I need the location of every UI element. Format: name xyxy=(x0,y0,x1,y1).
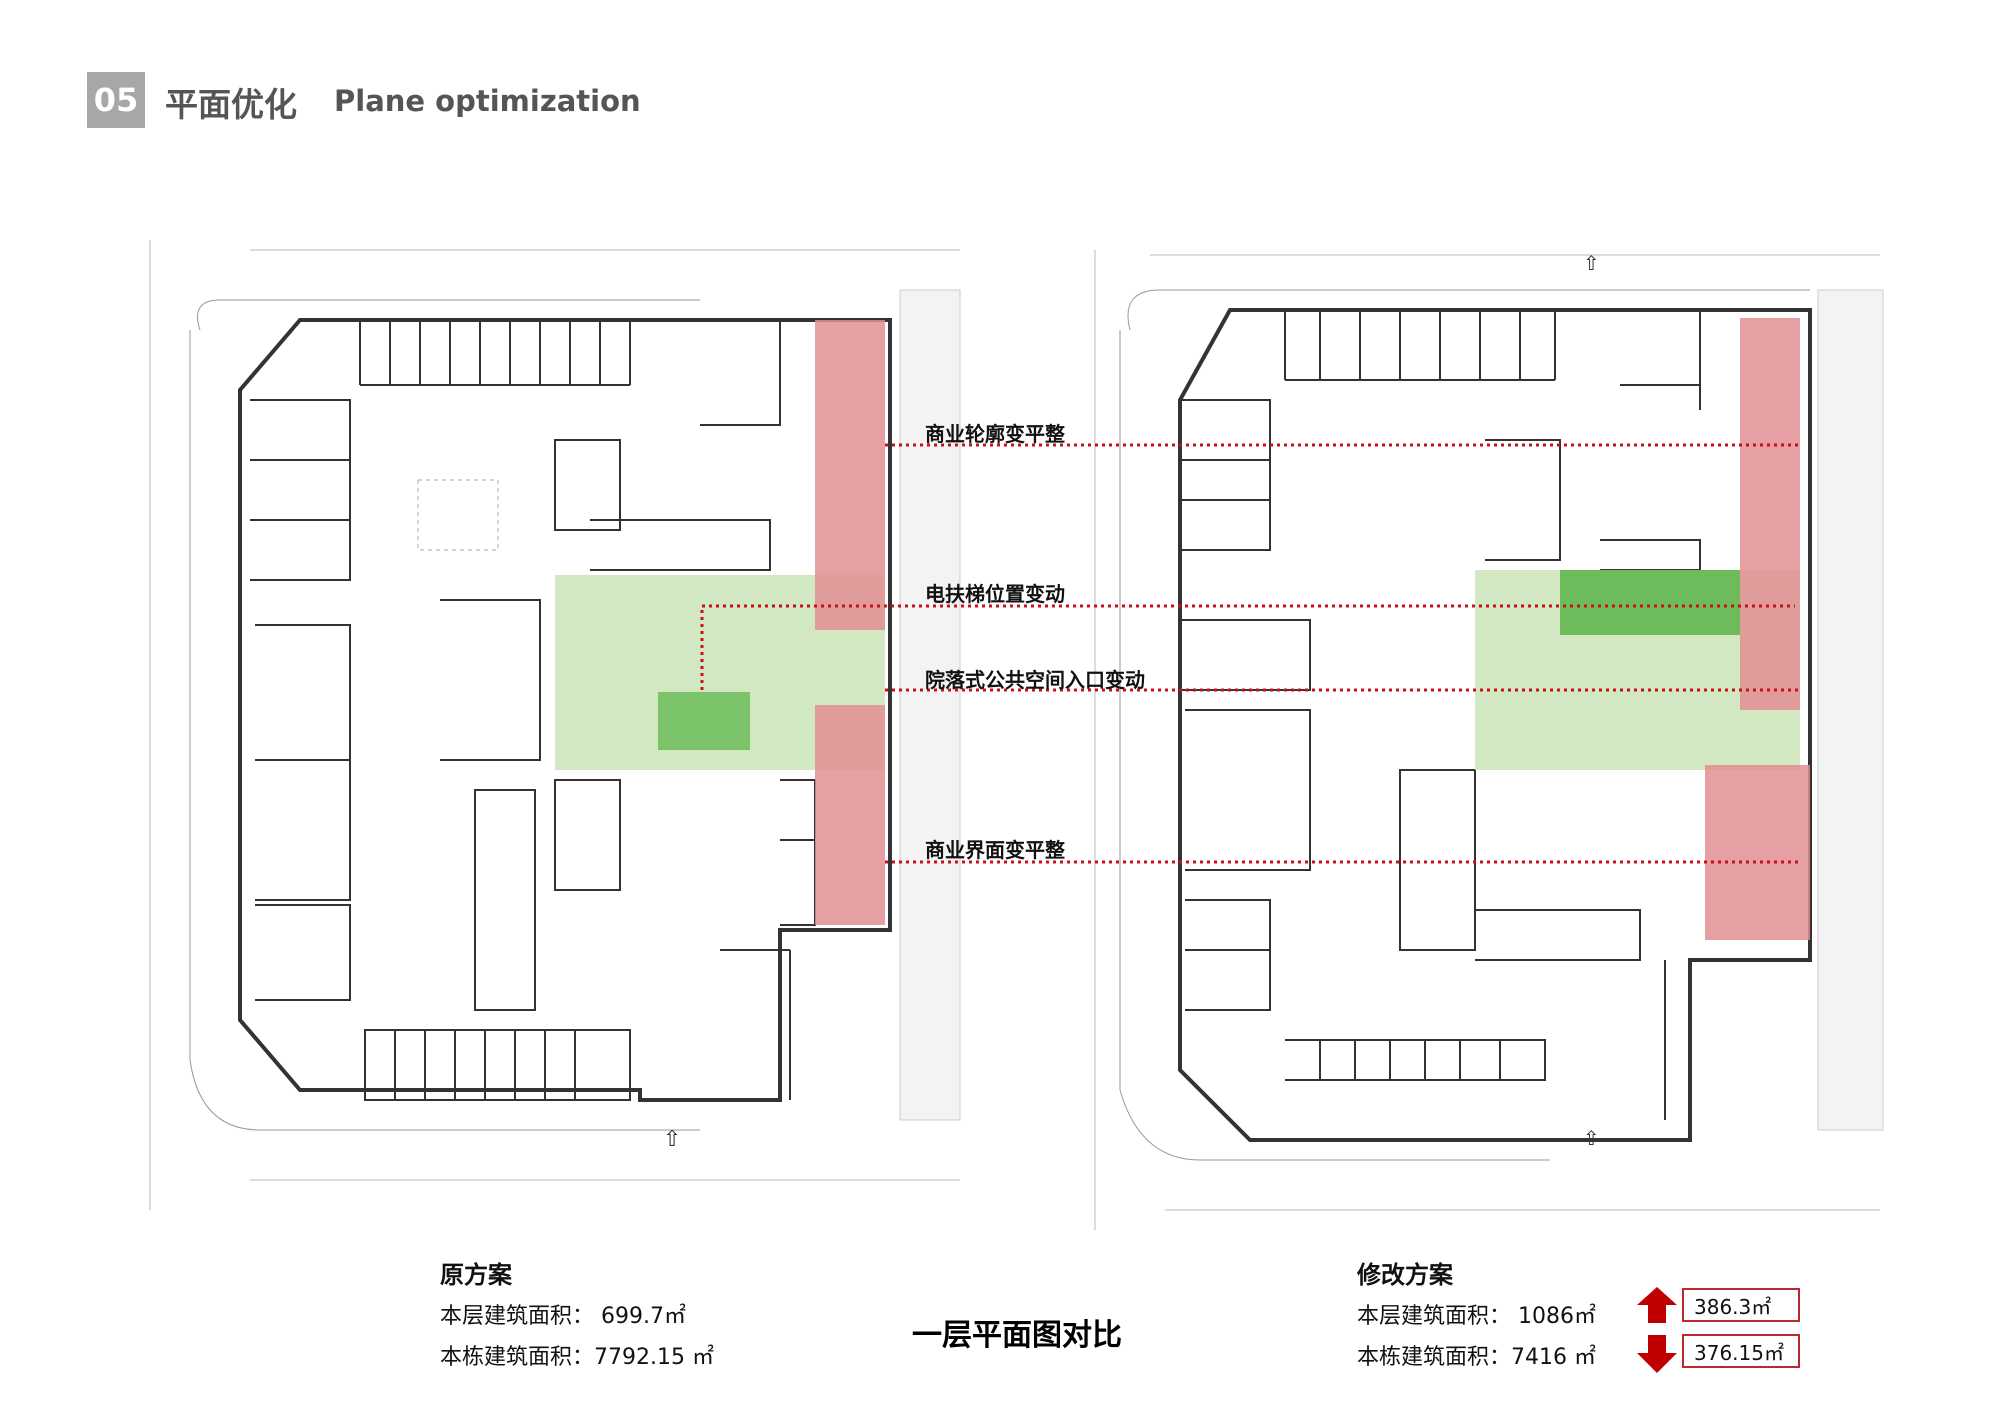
revised-commercial-strip-bottom xyxy=(1705,765,1810,940)
annotation-courtyard-entrance: 院落式公共空间入口变动 xyxy=(925,668,1145,692)
svg-text:⇧: ⇧ xyxy=(1583,251,1600,275)
svg-text:⇧: ⇧ xyxy=(663,1127,681,1152)
original-commercial-strip-bottom xyxy=(815,705,885,925)
revised-building-area: 本栋建筑面积：7416 ㎡ xyxy=(1357,1345,1596,1370)
comparison-lines xyxy=(700,443,1800,864)
original-escalator xyxy=(658,692,750,750)
section-number: 05 xyxy=(87,72,145,128)
original-commercial-strip-top xyxy=(815,320,885,630)
revised-scheme-title: 修改方案 xyxy=(1357,1261,1453,1289)
original-floor-area: 本层建筑面积： 699.7㎡ xyxy=(440,1304,686,1329)
comparison-caption: 一层平面图对比 xyxy=(912,1318,1122,1353)
annotation-commercial-outline: 商业轮廓变平整 xyxy=(925,422,1065,446)
annotation-escalator-position: 电扶梯位置变动 xyxy=(925,582,1065,606)
arrow-up-icon xyxy=(1637,1287,1677,1323)
original-building-area: 本栋建筑面积：7792.15 ㎡ xyxy=(440,1345,714,1370)
original-floor-plan: ⇧ xyxy=(149,240,961,1210)
svg-text:⇧: ⇧ xyxy=(1583,1126,1600,1150)
building-area-decrease: 376.15㎡ xyxy=(1682,1334,1800,1368)
annotation-commercial-facade: 商业界面变平整 xyxy=(925,838,1065,862)
floor-area-increase: 386.3㎡ xyxy=(1682,1288,1800,1322)
arrow-down-icon xyxy=(1637,1335,1677,1373)
section-title-cn: 平面优化 xyxy=(165,85,297,124)
revised-floor-plan: ⇧ ⇧ xyxy=(1094,250,1884,1230)
change-arrows xyxy=(1637,1287,1677,1373)
revised-escalator xyxy=(1560,570,1740,635)
section-title-en: Plane optimization xyxy=(334,84,641,118)
revised-floor-area: 本层建筑面积： 1086㎡ xyxy=(1357,1304,1596,1329)
revised-commercial-strip-top xyxy=(1740,318,1800,710)
original-scheme-title: 原方案 xyxy=(440,1261,512,1289)
